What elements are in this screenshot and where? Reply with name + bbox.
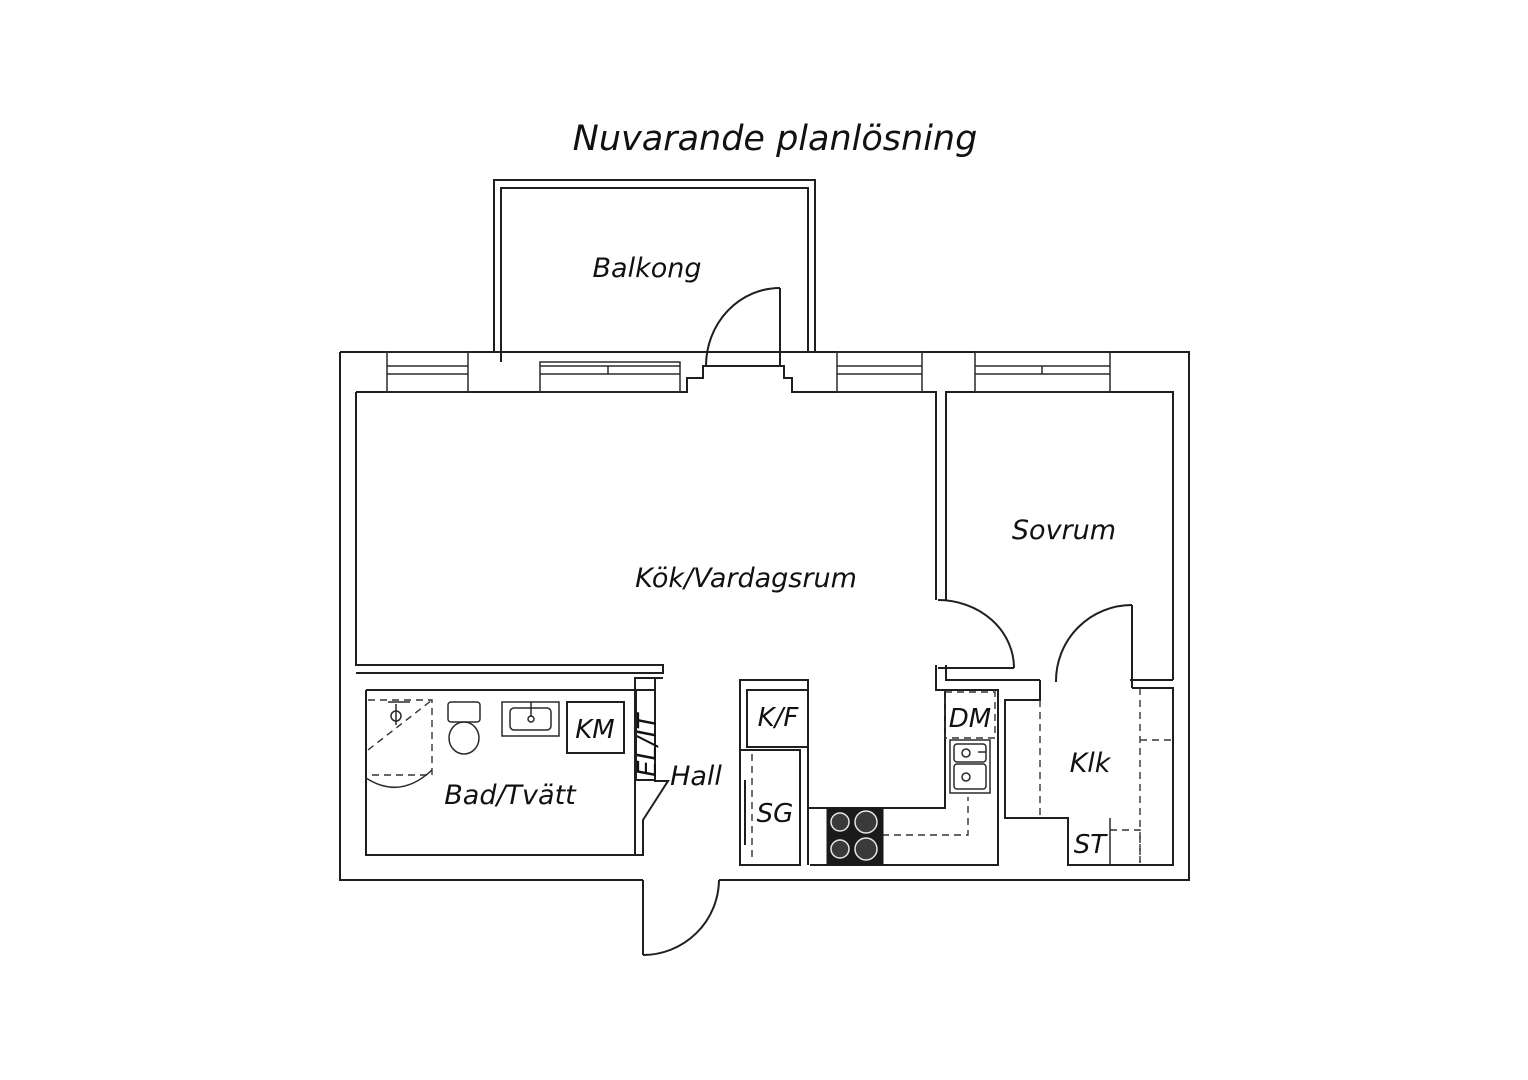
electrical-panel: EL/IT — [633, 689, 663, 781]
hall-label: Hall — [670, 761, 722, 792]
kitchen-sink — [949, 739, 991, 794]
balcony-label: Balkong — [593, 253, 702, 284]
window-4 — [974, 351, 1111, 393]
washing-machine-label: KM — [575, 715, 614, 745]
fridge-freezer-label: K/F — [758, 703, 800, 733]
bathroom-label: Bad/Tvätt — [444, 780, 577, 811]
bedroom-door — [937, 599, 1015, 669]
dishwasher-label: DM — [949, 704, 991, 734]
toilet — [447, 701, 481, 755]
window-1 — [386, 351, 469, 393]
fridge-freezer: K/F — [739, 679, 809, 865]
balcony — [493, 179, 816, 362]
wardrobe-label: SG — [757, 799, 794, 829]
shower — [365, 699, 433, 789]
outer-walls — [339, 351, 1190, 881]
washbasin — [501, 701, 560, 737]
kitchen-living-label: Kök/Vardagsrum — [635, 563, 857, 594]
storage-label: ST — [1074, 830, 1109, 860]
entrance-door — [642, 879, 720, 956]
washing-machine: KM — [566, 701, 625, 754]
window-2 — [539, 361, 681, 393]
closet-walls — [1004, 604, 1174, 866]
wardrobe: SG — [739, 749, 801, 866]
closet-label: Klk — [1070, 748, 1112, 779]
plan-title: Nuvarande planlösning — [573, 119, 978, 159]
stove — [826, 807, 884, 866]
bathroom-walls — [365, 677, 670, 856]
dishwasher: DM — [944, 691, 996, 739]
electrical-it-label: EL/IT — [633, 712, 663, 777]
window-3 — [836, 351, 923, 393]
bedroom-label: Sovrum — [1012, 515, 1116, 546]
balcony-door — [705, 287, 781, 367]
